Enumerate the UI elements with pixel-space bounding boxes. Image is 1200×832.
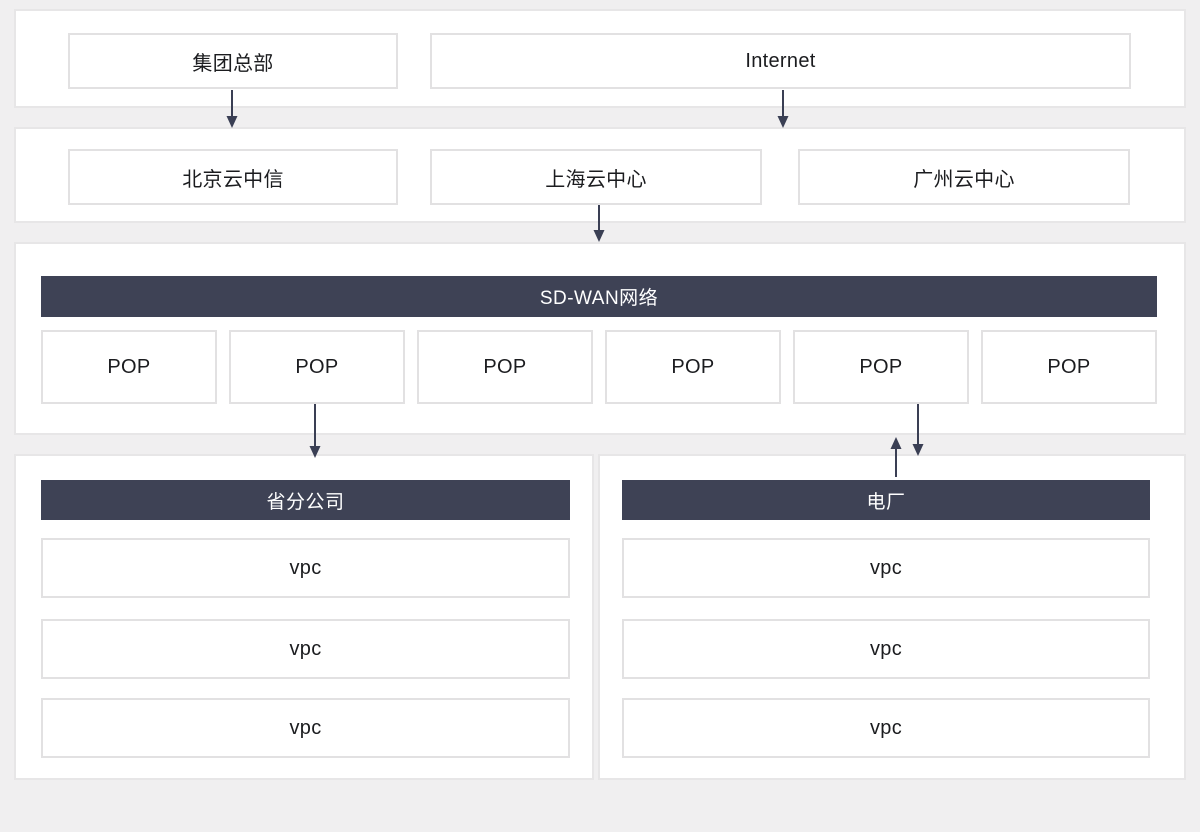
- top-row-panel: 集团总部 Internet: [14, 9, 1186, 108]
- pop-label: POP: [671, 355, 715, 378]
- provincial-branch-title: 省分公司: [266, 491, 345, 513]
- power-plant-panel: 电厂 vpc vpc vpc: [598, 454, 1186, 780]
- node-plant-vpc-3: vpc: [622, 698, 1150, 758]
- node-pop-5: POP: [793, 330, 969, 404]
- node-plant-vpc-1: vpc: [622, 538, 1150, 598]
- node-pop-1: POP: [41, 330, 217, 404]
- node-branch-vpc-3: vpc: [41, 698, 570, 758]
- provincial-branch-header-bar: 省分公司: [41, 480, 570, 520]
- vpc-label: vpc: [289, 556, 322, 579]
- node-pop-2: POP: [229, 330, 405, 404]
- provincial-branch-panel: 省分公司 vpc vpc vpc: [14, 454, 594, 780]
- vpc-label: vpc: [869, 556, 903, 579]
- pop-label: POP: [859, 355, 903, 378]
- power-plant-title: 电厂: [866, 491, 906, 513]
- vpc-label: vpc: [289, 637, 322, 660]
- vpc-label: vpc: [289, 716, 322, 739]
- internet-label: Internet: [745, 49, 816, 72]
- node-pop-6: POP: [981, 330, 1157, 404]
- node-branch-vpc-1: vpc: [41, 538, 570, 598]
- sdwan-network-header-bar: SD-WAN网络: [41, 276, 1157, 317]
- pop-label: POP: [107, 355, 151, 378]
- node-plant-vpc-2: vpc: [622, 619, 1150, 679]
- guangzhou-cloud-center-label: 广州云中心: [913, 168, 1015, 191]
- node-group-headquarters: 集团总部: [68, 33, 398, 89]
- node-shanghai-cloud-center: 上海云中心: [430, 149, 762, 205]
- sdwan-network-panel: SD-WAN网络 POP POP POP POP POP POP: [14, 242, 1186, 435]
- power-plant-header-bar: 电厂: [622, 480, 1150, 520]
- node-beijing-cloud-center: 北京云中信: [68, 149, 398, 205]
- sdwan-network-title: SD-WAN网络: [539, 288, 659, 309]
- vpc-label: vpc: [869, 716, 903, 739]
- shanghai-cloud-center-label: 上海云中心: [545, 168, 647, 191]
- node-pop-3: POP: [417, 330, 593, 404]
- node-pop-4: POP: [605, 330, 781, 404]
- node-guangzhou-cloud-center: 广州云中心: [798, 149, 1130, 205]
- pop-label: POP: [1047, 355, 1091, 378]
- node-internet: Internet: [430, 33, 1131, 89]
- cloud-centers-panel: 北京云中信 上海云中心 广州云中心: [14, 127, 1186, 223]
- group-headquarters-label: 集团总部: [192, 52, 274, 75]
- node-branch-vpc-2: vpc: [41, 619, 570, 679]
- beijing-cloud-center-label: 北京云中信: [182, 168, 284, 191]
- pop-label: POP: [483, 355, 527, 378]
- pop-label: POP: [295, 355, 339, 378]
- vpc-label: vpc: [869, 637, 903, 660]
